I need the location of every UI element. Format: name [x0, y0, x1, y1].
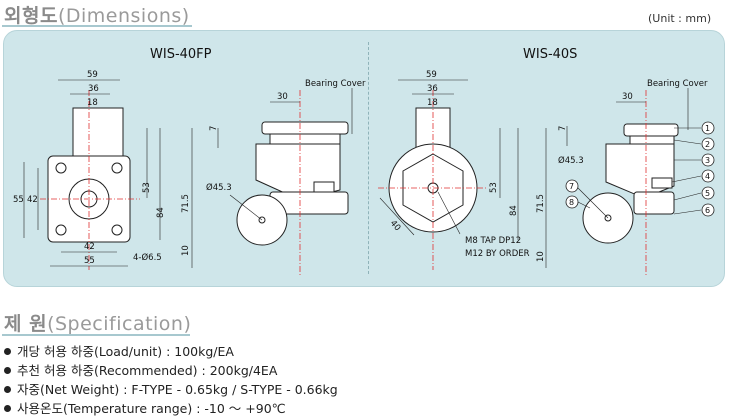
spec-item: 사용온도(Temperature range) : -10 ～ +90℃: [4, 399, 338, 418]
dim-53: 53: [489, 182, 499, 193]
bolt-hole: [111, 224, 123, 236]
adjust-nut: [313, 181, 335, 193]
spec-list: 개당 허용 하중(Load/unit) : 100kg/EA 추천 허용 하중(…: [4, 342, 338, 418]
callout-5: 5: [673, 186, 715, 201]
drawing-wis-40s: WIS-40S 59 36 18 40 M8 TAP DP12 M12 BY O…: [378, 47, 715, 275]
leader-line: [229, 194, 263, 221]
top-plate: [261, 121, 349, 135]
dim-7: 7: [558, 126, 568, 131]
callout-4: 4: [671, 169, 715, 183]
model-label-wis-40s: WIS-40S: [523, 47, 577, 62]
leveling-base: [633, 191, 675, 215]
bearing-cover: [269, 133, 341, 145]
bullet-icon: [4, 386, 11, 393]
dim-7: 7: [209, 126, 219, 131]
bolt-hole: [55, 162, 67, 174]
callout-label: 6: [705, 206, 710, 215]
spec-title: 제 원(Specification): [4, 309, 191, 336]
dim-42-bottom: 42: [84, 242, 95, 252]
front-view: 59 36 18 55 42 42 55 4-Ø6.5: [13, 70, 162, 270]
bolt-hole: [111, 162, 123, 174]
bearing-cover-label: Bearing Cover: [305, 79, 366, 89]
dim-40-angle: 40: [388, 219, 403, 234]
callout-6: 6: [673, 203, 715, 217]
spec-item-text: 개당 허용 하중(Load/unit) : 100kg/EA: [17, 344, 234, 359]
dim-84: 84: [509, 205, 519, 216]
dim-71-5: 71.5: [181, 194, 191, 213]
dim-59: 59: [426, 70, 437, 80]
dim-30: 30: [277, 92, 288, 102]
spec-item: 개당 허용 하중(Load/unit) : 100kg/EA: [4, 342, 338, 361]
spec-title-ko: 제 원: [4, 313, 48, 335]
unit-label: (Unit : mm): [648, 12, 712, 25]
dim-30: 30: [622, 92, 633, 102]
callout-label: 1: [705, 124, 710, 133]
callout-label: 8: [569, 198, 574, 207]
wheel-dia: Ø45.3: [558, 155, 584, 166]
model-label-wis-40fp: WIS-40FP: [150, 47, 212, 62]
bullet-icon: [4, 348, 11, 355]
dim-36: 36: [427, 84, 438, 94]
callout-8: 8: [565, 195, 591, 209]
stem-block: [72, 107, 124, 157]
callout-label: 7: [569, 182, 574, 191]
callout-label: 4: [705, 172, 710, 181]
bullet-icon: [4, 367, 11, 374]
caster-body: [605, 143, 675, 199]
dimensions-title-underline: [2, 25, 192, 27]
spec-item-text: 자중(Net Weight) : F-TYPE - 0.65kg / S-TYP…: [17, 382, 338, 397]
callout-label: 2: [705, 140, 710, 149]
bolt-hole: [55, 224, 67, 236]
dim-84: 84: [156, 207, 166, 218]
dim-42-left: 42: [27, 195, 38, 205]
callout-3: 3: [674, 153, 715, 167]
drawing-wis-40fp: WIS-40FP 59 36 18 55 42 42 55 4-Ø6.5 53 …: [13, 47, 366, 275]
dim-holes: 4-Ø6.5: [133, 252, 162, 263]
callout-7: 7: [565, 179, 609, 219]
callout-2: 2: [673, 137, 715, 151]
dim-53: 53: [142, 182, 152, 193]
tap-note-1: M8 TAP DP12: [465, 236, 521, 246]
spec-item-text: 추천 허용 하중(Recommended) : 200kg/4EA: [17, 363, 278, 378]
dimensions-title-ko: 외형도: [4, 5, 58, 27]
dim-10: 10: [536, 251, 546, 262]
dim-59: 59: [87, 70, 98, 80]
wheel-dia: Ø45.3: [206, 182, 232, 193]
dim-36: 36: [88, 84, 99, 94]
bearing-cover-label: Bearing Cover: [647, 79, 708, 89]
dimensions-title: 외형도(Dimensions): [4, 1, 190, 28]
spec-item-text: 사용온도(Temperature range) : -10 ～ +90℃: [17, 401, 286, 416]
dim-line: [379, 197, 415, 236]
bearing-cover: [629, 135, 675, 145]
dim-10: 10: [181, 245, 191, 256]
dimensions-title-en: (Dimensions): [57, 5, 190, 27]
top-hex: [623, 123, 679, 137]
callout-1: 1: [674, 121, 715, 135]
bullet-icon: [4, 405, 11, 412]
side-view: 71.5 10 7 30 Bearing Cover Ø45.3: [181, 79, 366, 275]
dim-55-left: 55: [13, 195, 24, 205]
spec-title-en: (Specification): [47, 313, 192, 335]
tap-note-2: M12 BY ORDER: [465, 249, 530, 259]
callout-label: 3: [705, 156, 710, 165]
front-view: 59 36 18 40 M8 TAP DP12 M12 BY ORDER: [378, 70, 530, 270]
panel-divider: [368, 42, 369, 274]
callout-label: 5: [705, 189, 710, 198]
dim-18: 18: [87, 98, 98, 108]
dim-71-5: 71.5: [536, 194, 546, 213]
side-view: 71.5 10 7 30 Bearing Cover Ø45.3 1 2 3: [536, 79, 715, 275]
spec-item: 추천 허용 하중(Recommended) : 200kg/4EA: [4, 361, 338, 380]
leader-line: [437, 191, 461, 235]
dim-55-bottom: 55: [84, 256, 95, 266]
spec-title-underline: [2, 334, 190, 336]
dim-18: 18: [427, 98, 438, 108]
adjust-nut: [651, 177, 673, 189]
spec-item: 자중(Net Weight) : F-TYPE - 0.65kg / S-TYP…: [4, 380, 338, 399]
